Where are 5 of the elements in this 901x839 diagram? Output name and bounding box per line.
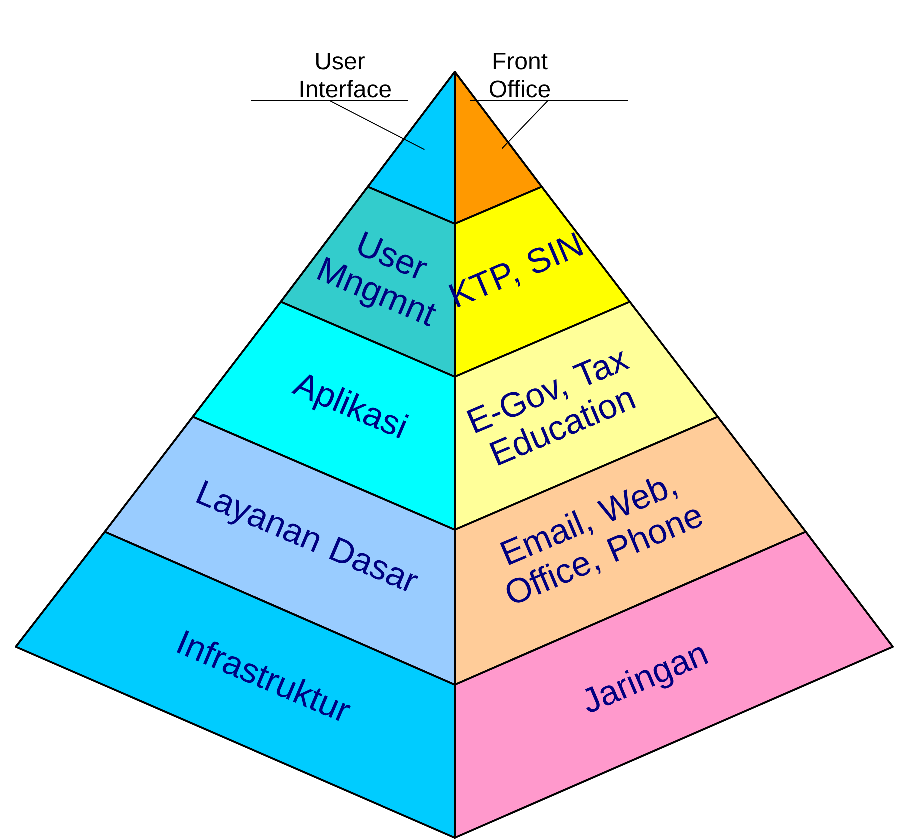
leader-line [250, 100, 426, 150]
callout-label: User Interface [300, 52, 391, 98]
segment-label: KTP, SIN [448, 232, 584, 308]
segment-label: Email, Web, Office, Phone [500, 479, 702, 603]
callout-label: Front Office [490, 52, 550, 98]
